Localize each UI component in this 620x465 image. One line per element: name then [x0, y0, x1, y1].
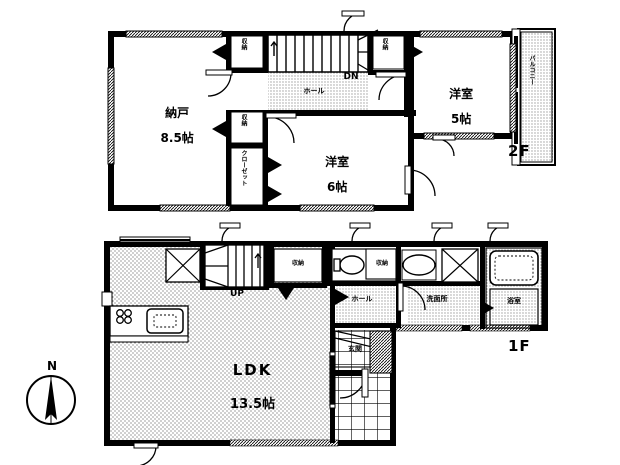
toilet-fixture — [331, 248, 397, 282]
closet-boxes-2f — [230, 35, 405, 206]
second-floor-plan: DN — [107, 10, 556, 212]
washroom-fixtures — [401, 248, 479, 283]
room-label-balcony-2f: バルコニー — [528, 55, 535, 85]
room-name: LDK — [232, 360, 273, 379]
room-name: 納戸 — [165, 105, 190, 120]
closet-label-2f-c: 収納 — [381, 38, 388, 50]
compass-rose — [26, 375, 76, 425]
room-name: 洋室 — [325, 154, 350, 169]
stairs-1f — [204, 244, 265, 288]
closet-label-2f-d: クローゼット — [240, 150, 247, 186]
doors-2f — [205, 10, 456, 197]
room-label-yoshitsu6-2f: 洋室 6帖 — [302, 143, 364, 193]
closet-label-2f-b: 収納 — [240, 114, 247, 126]
kitchen-fixtures — [109, 305, 189, 343]
doors-1f — [133, 222, 509, 465]
closet-label-1f-a: 収納 — [291, 260, 304, 267]
room-label-bathroom-1f: 浴室 — [507, 297, 521, 305]
floor-tag-2f: 2F — [508, 142, 531, 160]
room-label-nando-2f: 納戸 8.5帖 — [142, 94, 204, 144]
room-label-entrance-1f: 玄関 — [348, 345, 362, 353]
stairs-2f — [267, 29, 380, 77]
first-floor-plan: UP — [101, 222, 548, 465]
compass-north-label: N — [46, 359, 58, 373]
room-size: 13.5帖 — [230, 397, 276, 413]
room-label-yoshitsu5-2f: 洋室 5帖 — [427, 75, 487, 125]
label-stairs-down-2f: DN — [343, 72, 358, 82]
closet-label-1f-b: 収納 — [375, 260, 388, 267]
room-name: 洋室 — [449, 86, 474, 101]
room-label-ldk-1f: LDK 13.5帖 — [205, 345, 289, 412]
room-label-washroom-1f: 洗面所 — [426, 295, 448, 303]
label-stairs-up-1f: UP — [230, 289, 244, 299]
room-label-hall-1f: ホール — [351, 295, 373, 303]
closet-sliding-markers-2f — [212, 44, 423, 202]
room-label-hall-2f: ホール — [303, 87, 325, 95]
room-size: 8.5帖 — [160, 130, 194, 145]
ldk-closet — [165, 248, 201, 283]
window-marks-2f — [107, 30, 517, 212]
entrance-fixtures — [334, 330, 394, 376]
room-size: 5帖 — [451, 111, 472, 126]
closet-1f-a — [273, 248, 323, 283]
room-size: 6帖 — [327, 179, 348, 194]
opening-markers-1f — [278, 288, 494, 316]
closet-label-2f-a: 収納 — [240, 38, 247, 50]
floor-tag-1f: 1F — [508, 337, 531, 355]
